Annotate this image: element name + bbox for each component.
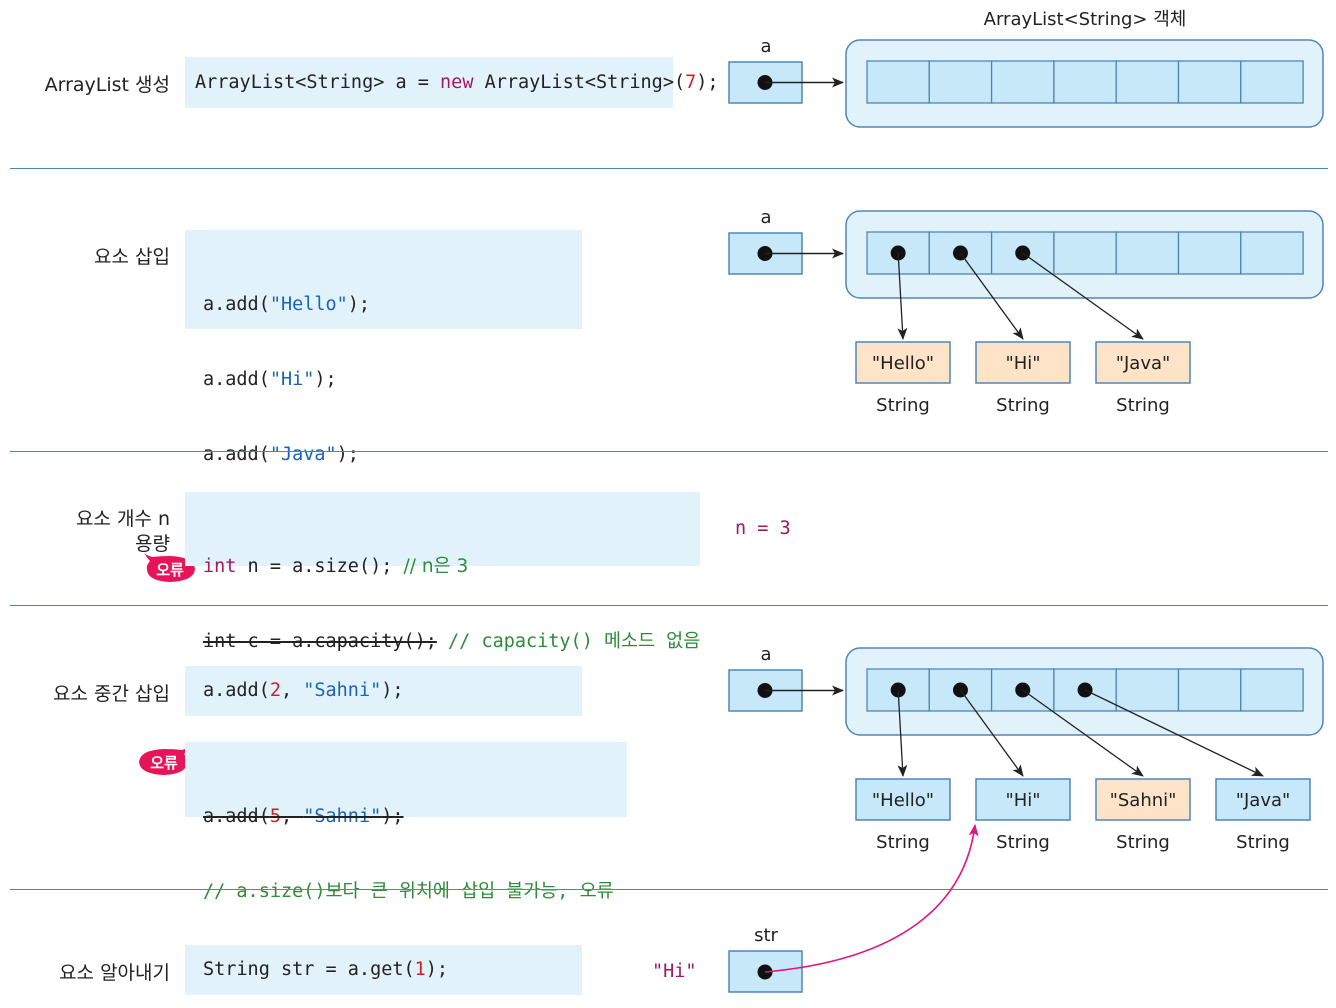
string-value: "Java" <box>1116 353 1171 374</box>
ref-label-str: str <box>754 925 778 946</box>
code-text: ArrayList<String>( <box>473 72 686 93</box>
code-line: a.add("Hi"); <box>203 369 337 390</box>
array-slot <box>1115 60 1180 104</box>
array-slot <box>1177 668 1242 712</box>
arraylist-middle: a "Hello" String "Hi" String "Sahni" String "Ja… <box>728 644 1324 853</box>
element-pointer <box>897 252 908 340</box>
struck-code: int c = a.capacity(); <box>203 631 437 652</box>
error-badge: 오류 <box>136 746 192 776</box>
element-pointer <box>1022 689 1144 777</box>
element-pointer <box>897 689 908 777</box>
type-label: String <box>996 832 1050 853</box>
code-count: int n = a.size(); // n은 3 int c = a.capa… <box>185 492 700 652</box>
result-n: n = 3 <box>735 518 791 539</box>
array-slot <box>1240 231 1304 275</box>
string-object <box>855 341 951 384</box>
label-create: ArrayList 생성 <box>44 74 170 96</box>
array-slot <box>928 60 993 104</box>
object-title: ArrayList<String> 객체 <box>984 9 1187 30</box>
string-object <box>855 778 951 821</box>
type-label: String <box>876 832 930 853</box>
code-line: int n = a.size(); // n은 3 <box>203 556 469 577</box>
separator <box>10 168 1328 169</box>
code-number: 7 <box>685 72 697 93</box>
ref-label-a: a <box>760 36 771 57</box>
error-badge: 오류 <box>142 553 198 583</box>
string-object <box>1095 778 1191 821</box>
string-object <box>1215 778 1311 821</box>
type-label: String <box>876 395 930 416</box>
label-capacity: 용량 <box>135 533 170 555</box>
element-pointer <box>959 689 1024 777</box>
string-value: "Java" <box>1236 790 1291 811</box>
string-literal: "Java" <box>269 444 337 465</box>
code-comment: // capacity() 메소드 없음 <box>436 631 701 652</box>
code-middle-error: a.add(5, "Sahni"); // a.size()보다 큰 위치에 삽… <box>185 742 627 902</box>
get-arrow <box>764 824 979 973</box>
code-line: int c = a.capacity(); // capacity() 메소드 … <box>203 629 700 654</box>
array-slot <box>1240 668 1304 712</box>
string-value: "Hello" <box>872 790 934 811</box>
code-comment: // a.size()보다 큰 위치에 삽입 불가능, 오류 <box>203 881 614 902</box>
label-count: 요소 개수 n <box>75 508 170 530</box>
separator <box>10 605 1328 606</box>
ref-label-a: a <box>760 207 771 228</box>
string-object <box>975 778 1071 821</box>
array-slot <box>1115 668 1180 712</box>
array-slot <box>1177 231 1242 275</box>
type-label: String <box>1116 395 1170 416</box>
array-slot <box>1053 231 1117 275</box>
ref-label-a: a <box>760 644 771 665</box>
arraylist-insert: a "Hello" String "Hi" String "Java" String <box>728 207 1324 416</box>
string-object <box>975 341 1071 384</box>
code-keyword: int <box>203 556 237 577</box>
label-insert: 요소 삽입 <box>94 246 170 268</box>
array-slot <box>1053 60 1117 104</box>
struck-code: a.add(5, "Sahni"); <box>203 806 404 827</box>
array-slot <box>1240 60 1304 104</box>
string-value: "Hi" <box>1005 790 1040 811</box>
code-line: a.add("Hello"); <box>203 294 371 315</box>
code-text: ); <box>696 72 719 93</box>
element-pointer <box>959 252 1024 340</box>
string-value: "Hi" <box>1005 353 1040 374</box>
string-object <box>1095 341 1191 384</box>
arraylist-create: a <box>728 36 1324 128</box>
string-literal: "Sahni" <box>303 680 382 701</box>
array-slot <box>990 668 1055 712</box>
code-comment: // n은 3 <box>403 556 469 577</box>
array-slot <box>866 60 930 104</box>
code-get: String str = a.get(1); <box>185 945 582 995</box>
label-get: 요소 알아내기 <box>59 962 170 984</box>
array-slot <box>1115 231 1180 275</box>
separator <box>10 889 1328 890</box>
code-insert: a.add("Hello"); a.add("Hi"); a.add("Java… <box>185 230 582 465</box>
label-middle-insert: 요소 중간 삽입 <box>53 683 170 705</box>
result-hi: "Hi" <box>652 961 697 982</box>
type-label: String <box>996 395 1050 416</box>
element-pointer <box>1022 252 1144 340</box>
type-label: String <box>1236 832 1290 853</box>
code-line: a.add("Java"); <box>203 444 359 465</box>
string-literal: "Hello" <box>269 294 348 315</box>
string-value: "Sahni" <box>1110 790 1177 811</box>
type-label: String <box>1116 832 1170 853</box>
code-number: 1 <box>414 959 426 980</box>
code-middle-insert: a.add(2, "Sahni"); <box>185 666 582 716</box>
code-create: ArrayList<String> a = new ArrayList<Stri… <box>185 57 719 108</box>
array-slot <box>1177 60 1242 104</box>
code-text: ArrayList<String> a = <box>195 72 441 93</box>
code-keyword: new <box>440 72 474 93</box>
string-value: "Hello" <box>872 353 934 374</box>
separator <box>10 451 1328 452</box>
code-number: 2 <box>269 680 281 701</box>
element-pointer <box>1084 689 1264 777</box>
array-slot <box>990 60 1055 104</box>
string-literal: "Hi" <box>269 369 315 390</box>
